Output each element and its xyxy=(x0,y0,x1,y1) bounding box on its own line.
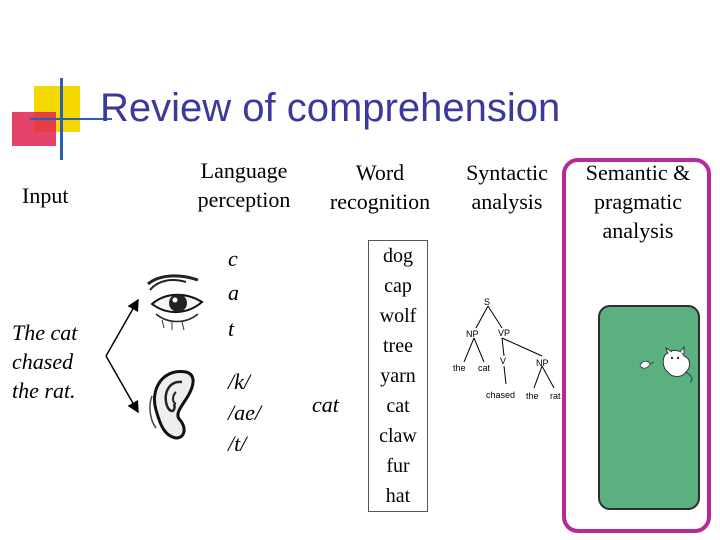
lexicon-word: wolf xyxy=(379,305,417,327)
eye-icon xyxy=(147,274,204,331)
tree-leaf-the: the xyxy=(453,363,466,373)
header-line: Syntactic xyxy=(466,160,548,185)
tree-node-np2: NP xyxy=(536,358,549,368)
header-line: Word xyxy=(355,160,405,185)
lexicon-word: cat xyxy=(386,395,410,417)
tree-leaf-chased: chased xyxy=(486,390,515,400)
lexicon-word: tree xyxy=(383,335,413,357)
lexicon-word: hat xyxy=(385,485,411,507)
cat-chasing-rat-icon xyxy=(639,346,693,383)
sentence-line: the rat. xyxy=(12,378,76,403)
header-line: perception xyxy=(197,187,291,212)
tree-node-vp: VP xyxy=(498,328,510,338)
header-language-perception: Language perception xyxy=(188,156,300,214)
tree-node-np: NP xyxy=(466,329,479,339)
parse-tree: S NP VP V NP the cat chased the rat xyxy=(453,297,561,401)
letter: c xyxy=(228,246,238,271)
slide-title: Review of comprehension xyxy=(100,86,561,130)
header-line: recognition xyxy=(329,189,431,214)
tree-leaf-rat: rat xyxy=(550,391,561,401)
sentence-line: The cat xyxy=(12,320,78,345)
header-line: analysis xyxy=(602,218,674,243)
phoneme: /k/ xyxy=(228,369,250,394)
header-line: pragmatic xyxy=(594,189,682,214)
lexicon-box: dog cap wolf tree yarn cat claw fur hat xyxy=(368,240,428,512)
header-line: Language xyxy=(200,158,288,183)
tree-node-v: V xyxy=(500,356,506,366)
tree-node-s: S xyxy=(484,297,490,307)
ear-icon xyxy=(149,370,195,440)
header-input: Input xyxy=(22,183,69,208)
recognized-word: cat xyxy=(312,392,339,417)
sentence-line: chased xyxy=(12,349,74,374)
lexicon-word: dog xyxy=(383,245,413,267)
header-line: Semantic & xyxy=(585,160,691,185)
letters-list: c a t xyxy=(228,242,239,346)
decor-red-square xyxy=(12,112,56,146)
input-sentence: The cat chased the rat. xyxy=(12,318,77,405)
lexicon-word: cap xyxy=(384,275,412,297)
header-semantic-pragmatic: Semantic & pragmatic analysis xyxy=(568,158,708,245)
lexicon-word: claw xyxy=(379,425,417,447)
letter: t xyxy=(228,316,235,341)
semantic-scene-panel xyxy=(598,305,700,510)
phoneme: /ae/ xyxy=(228,400,261,425)
header-word-recognition: Word recognition xyxy=(318,158,442,216)
letter: a xyxy=(228,280,239,305)
tree-leaf-cat: cat xyxy=(478,363,491,373)
tree-leaf-the2: the xyxy=(526,391,539,401)
header-syntactic-analysis: Syntactic analysis xyxy=(456,158,558,216)
phoneme: /t/ xyxy=(228,431,247,456)
lexicon-word: fur xyxy=(386,455,410,477)
decor-horizontal-line xyxy=(30,118,112,120)
lexicon-word: yarn xyxy=(380,365,416,387)
header-line: analysis xyxy=(471,189,543,214)
semantic-pragmatic-frame xyxy=(562,158,711,533)
phonemes-list: /k/ /ae/ /t/ xyxy=(228,366,261,459)
